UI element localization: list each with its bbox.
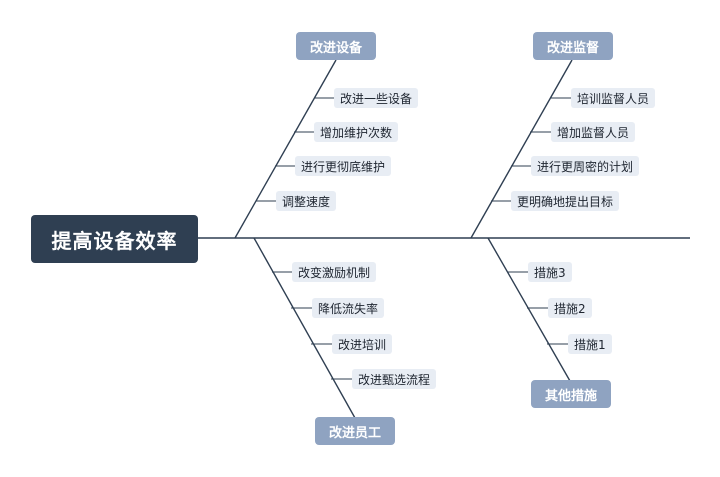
category-supervision: 改进监督: [533, 32, 613, 60]
cause-staff-2: 降低流失率: [312, 298, 385, 318]
cause-equipment-4: 调整速度: [276, 191, 337, 211]
cause-staff-1: 改变激励机制: [292, 262, 377, 282]
cause-equipment-1: 改进一些设备: [334, 88, 419, 108]
problem-head: 提高设备效率: [31, 215, 198, 263]
cause-equipment-2: 增加维护次数: [314, 122, 399, 142]
cause-supervision-2: 增加监督人员: [551, 122, 636, 142]
cause-other-2: 措施2: [548, 298, 592, 318]
cause-supervision-3: 进行更周密的计划: [531, 156, 640, 176]
cause-equipment-3: 进行更彻底维护: [295, 156, 392, 176]
cause-staff-4: 改进甄选流程: [352, 369, 437, 389]
category-equipment: 改进设备: [296, 32, 376, 60]
bone-equipment: [234, 59, 337, 239]
category-staff: 改进员工: [315, 417, 395, 445]
category-other: 其他措施: [531, 380, 611, 408]
bone-staff: [253, 237, 356, 419]
cause-supervision-4: 更明确地提出目标: [511, 191, 620, 211]
cause-supervision-1: 培训监督人员: [571, 88, 656, 108]
cause-staff-3: 改进培训: [332, 334, 393, 354]
bone-other: [487, 237, 571, 382]
cause-other-1: 措施3: [528, 262, 572, 282]
bone-supervision: [470, 59, 573, 239]
cause-other-3: 措施1: [568, 334, 612, 354]
